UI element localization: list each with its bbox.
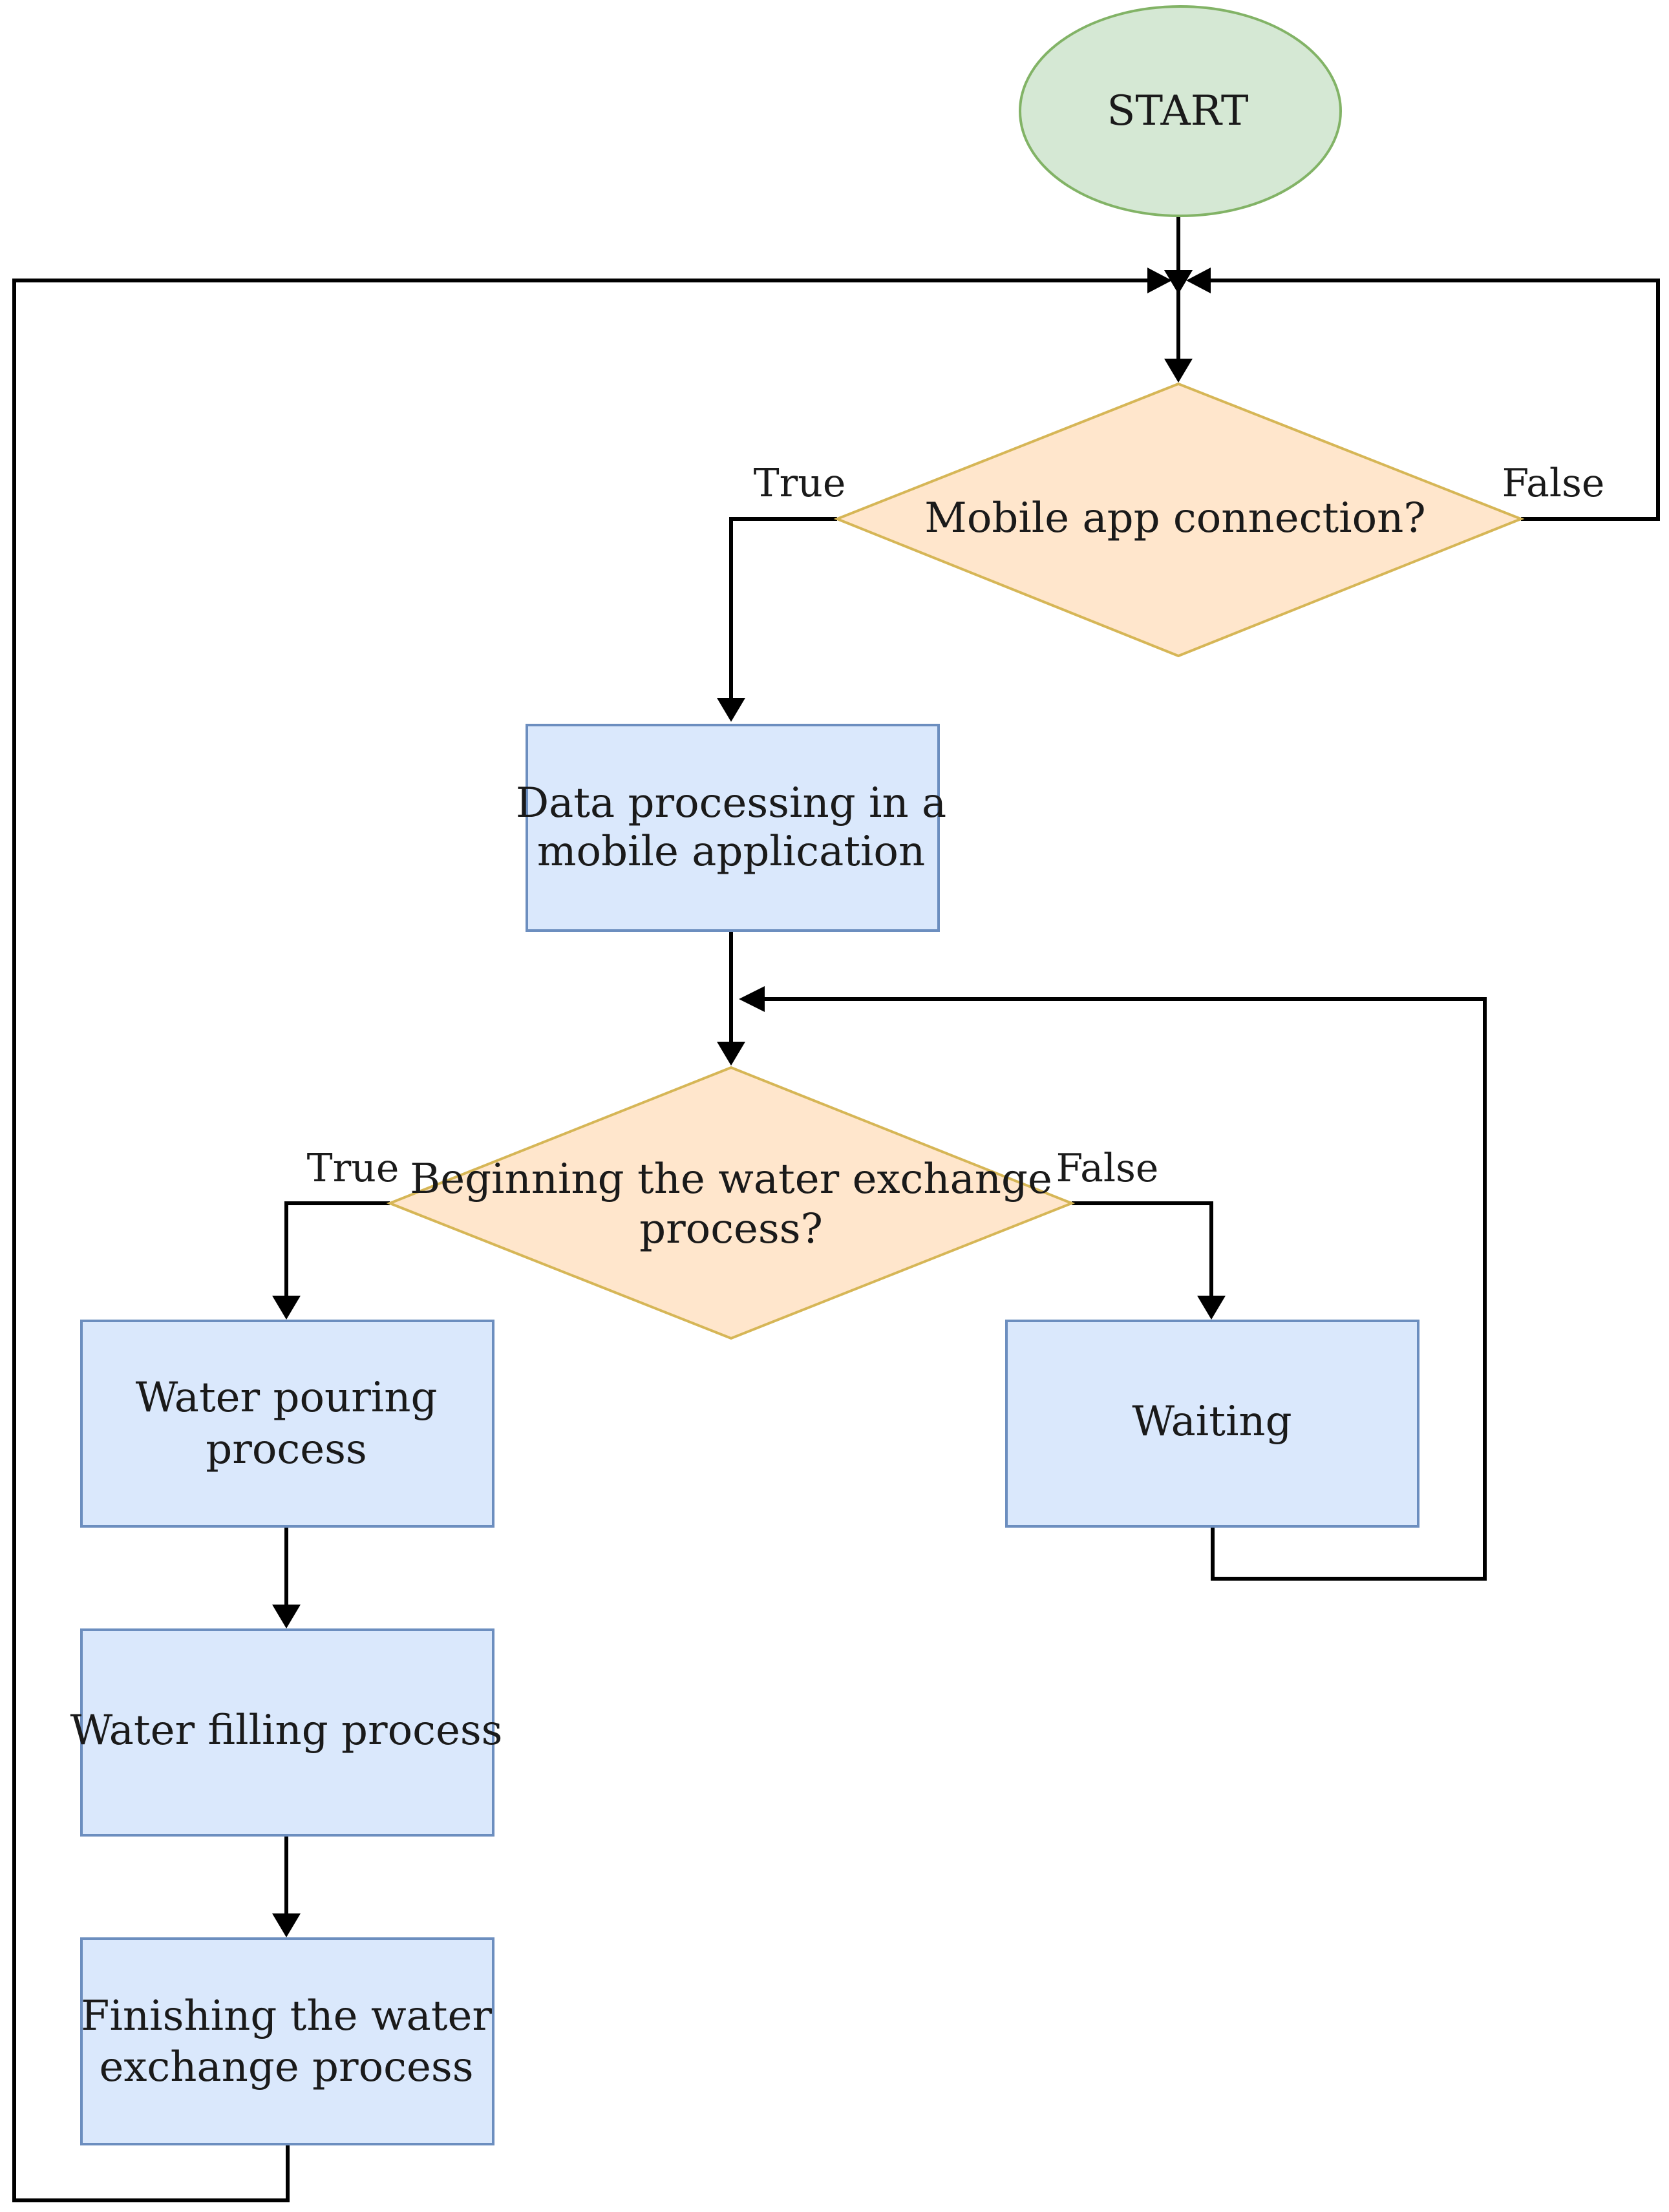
beginning-exchange-diamond [386,1066,1076,1340]
finishing-exchange-box [80,1937,494,2145]
water-pouring-label-line1: Water pouring [136,1374,438,1422]
arrowhead-pouring-filling [272,1605,301,1628]
waiting-box [1005,1320,1419,1528]
arrowhead-exchange-true [272,1296,301,1320]
finishing-exchange-label-line1: Finishing the water [81,1992,492,2040]
beginning-exchange-label-line1: Beginning the water exchange [410,1155,1052,1203]
start-node: START [1019,5,1342,217]
arrowhead-mobile-false [1186,268,1211,293]
edge-waiting-loop [763,997,1487,1581]
arrowhead-mobile-true [717,698,745,722]
edge-exchange-false [1072,1201,1213,1298]
nodes: START Mobile app connection? Data proces… [70,5,1525,2145]
waiting-label: Waiting [1132,1398,1292,1446]
data-processing-label-line1: Data processing in a [516,779,946,827]
arrowhead-waiting-loop [739,986,765,1012]
arrowhead-exchange-false [1197,1296,1226,1320]
water-filling-label: Water filling process [70,1707,502,1754]
start-label: START [1107,87,1249,135]
finishing-exchange-node: Finishing the water exchange process [80,1937,494,2145]
data-processing-box [526,724,940,932]
arrowhead-filling-finishing [272,1913,301,1937]
edge-finish-return-loop [12,279,1149,2202]
beginning-exchange-label-line2: process? [639,1205,823,1253]
water-filling-box [80,1628,494,1837]
water-pouring-label-line2: process [206,1426,367,1473]
beginning-exchange-decision: Beginning the water exchange process? [386,1066,1076,1340]
edge-label-exchange-false: False [1056,1146,1159,1191]
mobile-app-connection-decision: Mobile app connection? [833,382,1525,658]
edge-mobile-false-loop [1209,279,1660,521]
water-filling-node: Water filling process [70,1628,503,1837]
start-ellipse [1019,5,1342,217]
edge-label-exchange-true: True [307,1146,399,1191]
data-processing-label-line2: mobile application [537,828,925,876]
edge-labels: True False True False [307,461,1605,1191]
arrowhead-finish-return [1147,268,1172,293]
mobile-app-connection-label: Mobile app connection? [924,494,1425,542]
edge-label-mobile-false: False [1502,461,1605,506]
data-processing-node: Data processing in a mobile application [516,724,946,932]
water-pouring-node: Water pouring process [80,1320,494,1528]
edge-mobile-true [729,517,837,700]
arrowhead-exchange-decision [717,1042,745,1066]
edges [12,216,1660,2202]
edge-exchange-true [284,1201,390,1298]
waiting-node: Waiting [1005,1320,1419,1528]
edge-label-mobile-true: True [754,461,846,506]
water-pouring-box [80,1320,494,1528]
arrowhead-mobile-decision [1164,359,1193,383]
finishing-exchange-label-line2: exchange process [99,2043,473,2091]
mobile-app-connection-diamond [833,382,1525,658]
